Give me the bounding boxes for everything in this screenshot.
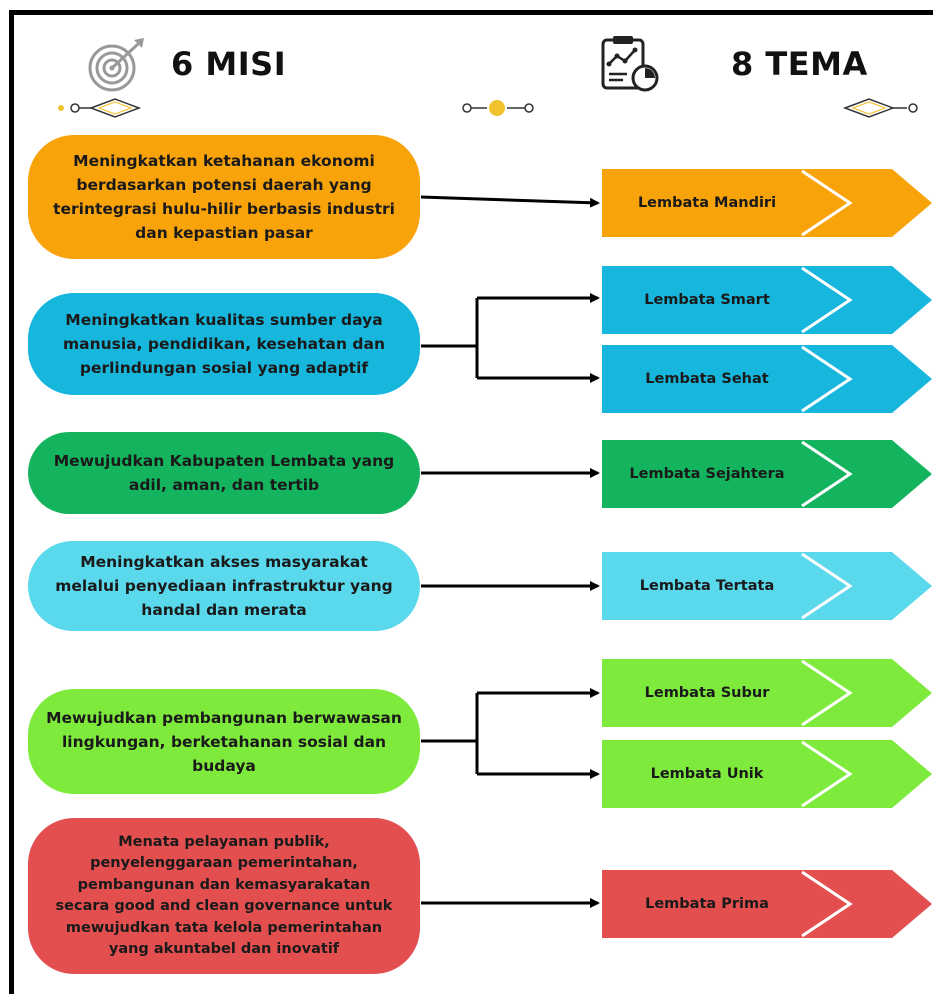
tema-item-unik: Lembata Unik xyxy=(602,740,933,808)
tema-item-smart: Lembata Smart xyxy=(602,266,933,334)
tema-item-tertata: Lembata Tertata xyxy=(602,552,933,620)
tema-label: Lembata Sehat xyxy=(645,371,769,387)
misi-item-1: Meningkatkan ketahanan ekonomi berdasark… xyxy=(28,135,420,259)
misi-item-3: Mewujudkan Kabupaten Lembata yang adil, … xyxy=(28,432,420,514)
tema-label: Lembata Tertata xyxy=(639,578,775,594)
diagram-frame xyxy=(9,10,933,994)
misi-title: 6 MISI xyxy=(171,45,287,83)
misi-item-4: Meningkatkan akses masyarakat melalui pe… xyxy=(28,541,420,631)
tema-item-mandiri: Lembata Mandiri xyxy=(602,169,933,237)
tema-item-subur: Lembata Subur xyxy=(602,659,933,727)
header-divider xyxy=(58,98,918,118)
tema-label: Lembata Mandiri xyxy=(637,195,777,211)
tema-item-sejahtera: Lembata Sejahtera xyxy=(602,440,933,508)
tema-item-prima: Lembata Prima xyxy=(602,870,933,938)
tema-label: Lembata Sejahtera xyxy=(629,466,785,482)
tema-title: 8 TEMA xyxy=(731,45,868,83)
tema-label: Lembata Smart xyxy=(644,292,770,308)
tema-label: Lembata Prima xyxy=(645,896,769,912)
misi-item-6: Menata pelayanan publik, penyelenggaraan… xyxy=(28,818,420,974)
tema-label: Lembata Subur xyxy=(644,685,770,701)
misi-item-5: Mewujudkan pembangunan berwawasan lingku… xyxy=(28,689,420,794)
misi-item-2: Meningkatkan kualitas sumber daya manusi… xyxy=(28,293,420,395)
tema-label: Lembata Unik xyxy=(650,766,764,782)
target-icon xyxy=(88,38,144,92)
clipboard-chart-icon xyxy=(601,36,659,92)
tema-item-sehat: Lembata Sehat xyxy=(602,345,933,413)
